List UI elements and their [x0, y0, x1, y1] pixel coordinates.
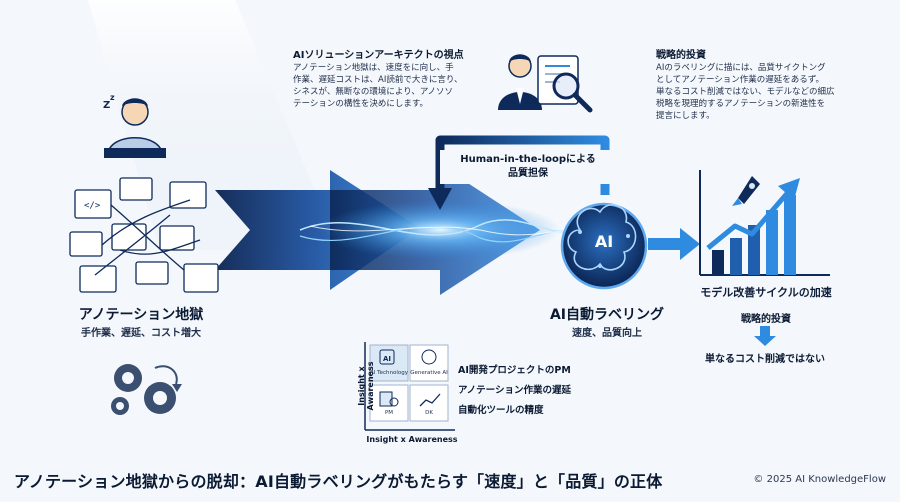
matrix-x-axis: Insight x Awareness — [366, 435, 458, 444]
hell-subtitle: 手作業、遅延、コスト増大 — [81, 328, 201, 339]
page-title: アノテーション地獄からの脱却：AI自動ラベリングがもたらす「速度」と「品質」の正… — [14, 472, 663, 491]
growth-arrow — [648, 228, 700, 260]
ai-brain-icon — [560, 202, 648, 290]
matrix-cell-dk: DK — [425, 410, 433, 416]
hell-title: アノテーション地獄 — [78, 307, 204, 323]
loop-label-line1: Human-in-the-loopによる — [460, 154, 596, 165]
gears-icon — [111, 364, 182, 415]
svg-text:Z: Z — [103, 100, 110, 111]
growth-chart-icon — [699, 170, 830, 276]
matrix-cell-generative-ai: Generative AI — [410, 370, 448, 376]
down-arrow — [754, 326, 776, 346]
matrix-item-2: アノテーション作業の遅延 — [458, 385, 571, 396]
loop-label-line2: 品質担保 — [508, 168, 548, 179]
matrix-item-1: AI開発プロジェクトのPM — [458, 365, 571, 376]
strategy-note-body: AIのラベリングに描には、品質サイクトング としてアノテーション作業の遅延をある… — [656, 63, 835, 121]
svg-text:z: z — [110, 93, 115, 102]
growth-invest: 戦略的投資 — [741, 314, 791, 325]
copyright: © 2025 AI KnowledgeFlow — [753, 474, 886, 485]
feedback-loop-arrow — [428, 135, 610, 210]
chaotic-documents-icon: </> — [69, 177, 219, 293]
growth-title: モデル改善サイクルの加速 — [700, 286, 832, 299]
magnifier-document-icon — [537, 55, 593, 113]
solution-note-body: アノテーション地獄は、速度をに向し、手 作業、遅延コストは、AI読前で大きに言り… — [293, 63, 463, 109]
svg-text:AI: AI — [383, 355, 391, 363]
architect-icon — [498, 54, 542, 110]
growth-not-cost: 単なるコスト削減ではない — [705, 354, 825, 365]
matrix-grid: AI — [364, 342, 455, 431]
solution-note-title: AIソリューションアーキテクトの視点 — [293, 50, 464, 61]
transformation-arrow — [215, 165, 576, 295]
ai-title: AI自動ラベリング — [549, 307, 665, 323]
strategy-note-title: 戦略的投資 — [656, 50, 706, 61]
matrix-y-axis: Insight x Awareness — [357, 361, 375, 411]
matrix-cell-ai-technology: AI Technology — [370, 370, 408, 376]
stressed-worker-icon: Z z — [103, 93, 166, 158]
svg-text:</>: </> — [84, 201, 101, 211]
matrix-item-3: 自動化ツールの精度 — [458, 405, 544, 416]
ai-subtitle: 速度、品質向上 — [572, 328, 642, 339]
ai-badge: AI — [594, 232, 614, 251]
matrix-cell-pm: PM — [384, 410, 394, 416]
